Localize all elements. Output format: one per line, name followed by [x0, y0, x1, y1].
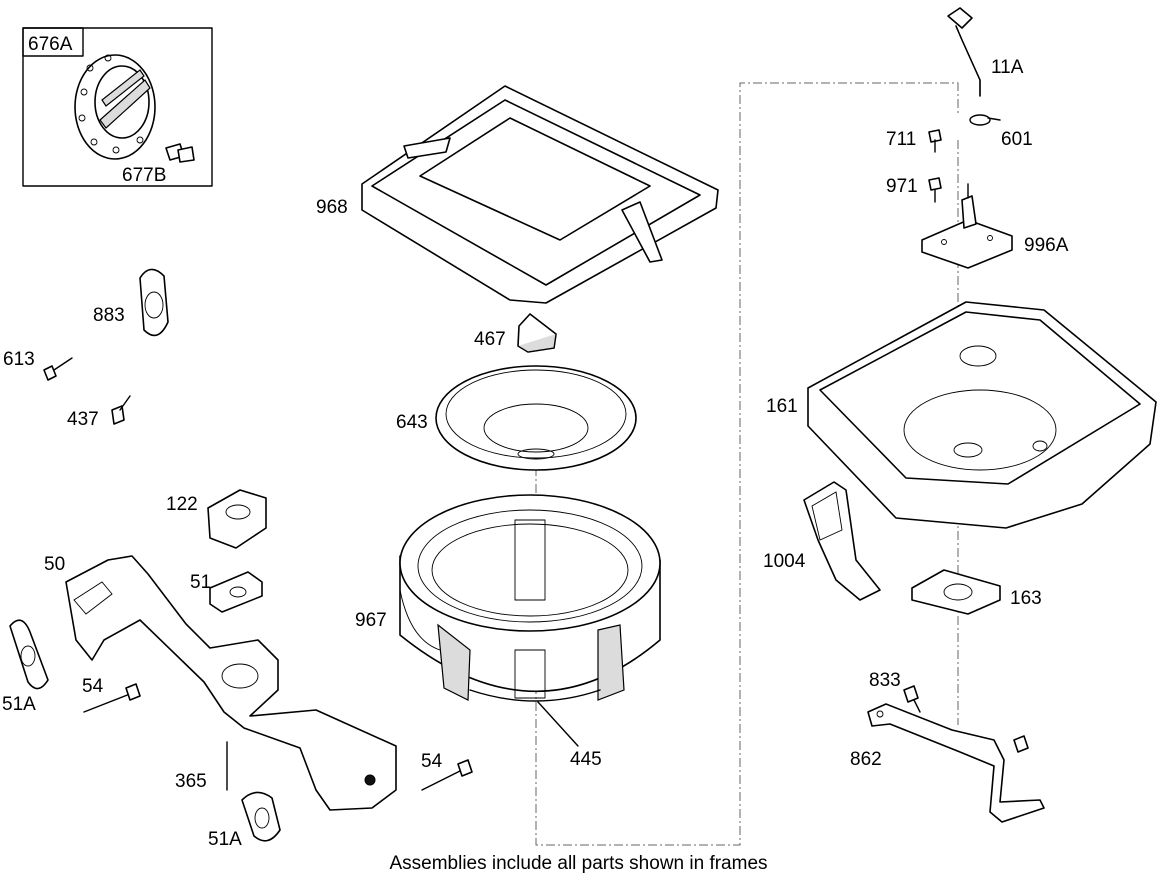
callout-968: 968	[316, 197, 348, 218]
part-51A-gasket-left-drawing	[9, 619, 49, 690]
callout-833: 833	[869, 670, 901, 691]
callout-467: 467	[474, 329, 506, 350]
part-971-screw-drawing	[928, 177, 942, 203]
callout-711: 711	[886, 129, 916, 150]
callout-437: 437	[67, 409, 99, 430]
callout-365: 365	[175, 771, 207, 792]
callout-967: 967	[355, 610, 387, 631]
part-54-stud-left-drawing	[83, 683, 141, 713]
part-833-screw-drawing	[903, 685, 1029, 753]
part-967-filter-drawing	[399, 494, 661, 702]
callout-613: 613	[3, 349, 35, 370]
part-677B-screw-drawing	[165, 143, 195, 163]
part-50-manifold-drawing	[65, 555, 397, 811]
callout-11A: 11A	[991, 57, 1024, 78]
part-968-cover-drawing	[361, 85, 719, 304]
part-996A-bracket-drawing	[921, 183, 1013, 269]
callout-1004: 1004	[763, 551, 806, 572]
callout-883: 883	[93, 305, 125, 326]
callout-51: 51	[190, 572, 211, 593]
leader-445	[537, 701, 579, 747]
part-601-clamp-drawing	[969, 114, 1001, 126]
kit-frame-676A	[22, 27, 213, 187]
callout-601: 601	[1001, 129, 1033, 150]
part-54-stud-center-drawing	[421, 759, 473, 791]
part-643-precleaner-drawing	[435, 365, 637, 471]
assembly-note: Assemblies include all parts shown in fr…	[389, 853, 768, 874]
part-51-gasket-drawing	[209, 571, 263, 613]
callout-445: 445	[570, 749, 602, 770]
part-11A-tube-drawing	[947, 7, 981, 97]
callout-676A: 676A	[28, 34, 73, 55]
callout-643: 643	[396, 412, 428, 433]
part-676A-cover-drawing	[74, 54, 156, 160]
part-862-bracket-drawing	[867, 703, 1045, 823]
callout-971: 971	[886, 176, 918, 197]
part-711-screw-drawing	[928, 129, 942, 153]
part-437-screw-drawing	[111, 395, 131, 425]
callout-161: 161	[766, 396, 798, 417]
callout-54-center: 54	[421, 751, 443, 772]
callout-54-left: 54	[82, 676, 104, 697]
callout-51A-bottom: 51A	[208, 829, 242, 850]
callout-677B: 677B	[122, 165, 166, 186]
part-467-knob-drawing	[517, 313, 557, 353]
callout-50: 50	[44, 554, 65, 575]
part-161-base-drawing	[807, 301, 1157, 529]
callout-51A-left: 51A	[2, 694, 36, 715]
callout-163: 163	[1010, 588, 1042, 609]
callout-862: 862	[850, 749, 882, 770]
part-51A-gasket-bottom-drawing	[241, 791, 281, 842]
part-613-screw-drawing	[43, 357, 73, 381]
part-122-spacer-drawing	[207, 489, 267, 549]
callout-996A: 996A	[1024, 235, 1069, 256]
callout-122: 122	[166, 494, 198, 515]
part-1004-duct-drawing	[803, 481, 881, 601]
part-163-gasket-drawing	[911, 569, 1001, 615]
part-883-gasket-drawing	[139, 268, 169, 337]
